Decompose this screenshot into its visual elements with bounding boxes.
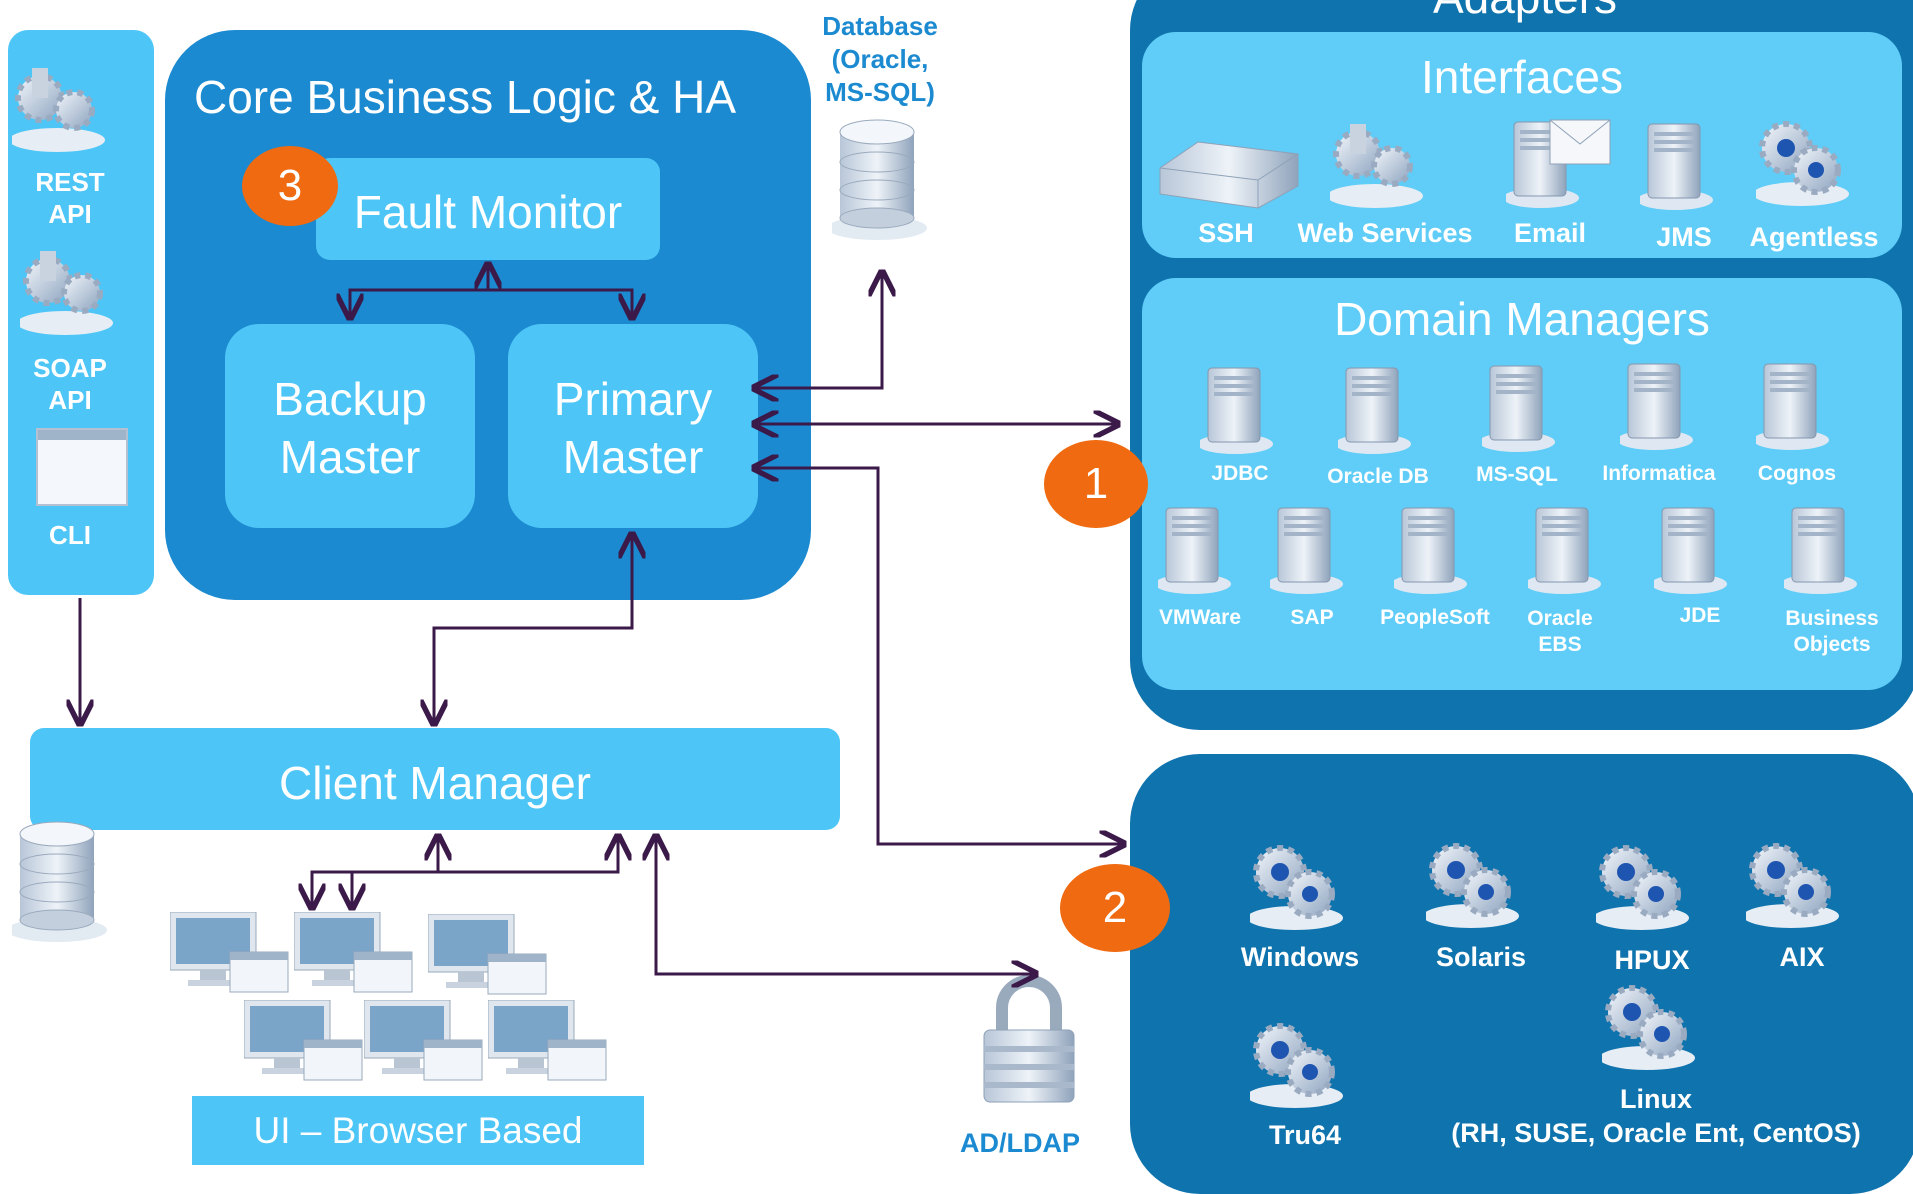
soap-api-label[interactable]: SOAP API <box>33 353 107 415</box>
email-icon <box>1506 119 1611 209</box>
agents-panel <box>1130 754 1913 1194</box>
agent-tru64[interactable]: Tru64 <box>1268 1120 1342 1150</box>
fault-monitor-label: Fault Monitor <box>353 186 623 238</box>
arrow-client-browser-2 <box>352 836 618 908</box>
adapters-title: Adapters <box>1130 0 1913 24</box>
client-manager-title: Client Manager <box>279 757 591 809</box>
backup-master-label: Backup Master <box>273 373 427 483</box>
rest-api-label[interactable]: REST API <box>35 167 105 229</box>
ui-browser-based-label: UI – Browser Based <box>253 1110 583 1151</box>
client-manager-bar[interactable] <box>30 728 840 830</box>
arrow-primary-client-manager <box>434 534 632 724</box>
dm-business-objects[interactable]: Business Objects <box>1785 607 1879 656</box>
dm-cognos[interactable]: Cognos <box>1757 462 1837 485</box>
badge-3: 3 <box>242 146 338 226</box>
interface-web-services[interactable]: Web Services <box>1297 218 1473 248</box>
dm-oracle-db[interactable]: Oracle DB <box>1327 465 1429 488</box>
dm-sap[interactable]: SAP <box>1290 606 1334 629</box>
dm-jde[interactable]: JDE <box>1679 604 1721 627</box>
primary-master-label: Primary Master <box>553 373 713 483</box>
interface-email[interactable]: Email <box>1513 218 1587 248</box>
connector-arrows <box>0 0 1913 1165</box>
cli-window-icon <box>36 428 128 506</box>
fault-monitor-box[interactable] <box>316 158 660 260</box>
ssh-icon <box>1159 141 1299 209</box>
interface-ssh[interactable]: SSH <box>1198 218 1254 248</box>
ui-browser-based-box[interactable] <box>192 1096 644 1165</box>
backup-master-box[interactable] <box>225 324 475 528</box>
dm-vmware[interactable]: VMWare <box>1158 606 1242 629</box>
agent-linux[interactable]: Linux (RH, SUSE, Oracle Ent, CentOS) <box>1451 1084 1861 1148</box>
agent-windows[interactable]: Windows <box>1240 942 1360 972</box>
agent-aix[interactable]: AIX <box>1779 942 1825 972</box>
domain-managers-title: Domain Managers <box>1334 293 1710 345</box>
adldap-label: AD/LDAP <box>960 1128 1080 1158</box>
dm-peoplesoft[interactable]: PeopleSoft <box>1380 606 1490 629</box>
domain-managers-panel <box>1142 278 1902 690</box>
dm-informatica[interactable]: Informatica <box>1602 462 1716 485</box>
badge-2: 2 <box>1060 864 1170 952</box>
interfaces-title: Interfaces <box>1421 51 1623 103</box>
dm-oracle-ebs[interactable]: Oracle EBS <box>1527 607 1593 656</box>
interface-jms[interactable]: JMS <box>1656 222 1712 252</box>
interface-agentless[interactable]: Agentless <box>1749 222 1879 252</box>
arrow-client-adldap <box>656 836 1036 974</box>
primary-master-box[interactable] <box>508 324 758 528</box>
dm-jdbc[interactable]: JDBC <box>1211 462 1269 485</box>
agent-hpux[interactable]: HPUX <box>1614 945 1690 975</box>
core-title: Core Business Logic & HA <box>194 71 737 123</box>
cli-label[interactable]: CLI <box>49 520 91 550</box>
database-label: Database (Oracle, MS-SQL) <box>822 11 938 107</box>
agent-solaris[interactable]: Solaris <box>1435 942 1527 972</box>
arrow-primary-agents <box>754 468 1124 844</box>
arrow-primary-database <box>754 272 882 388</box>
arrow-fault-backup <box>350 264 488 318</box>
arrow-fault-primary <box>488 288 632 318</box>
dm-ms-sql[interactable]: MS-SQL <box>1476 463 1558 486</box>
